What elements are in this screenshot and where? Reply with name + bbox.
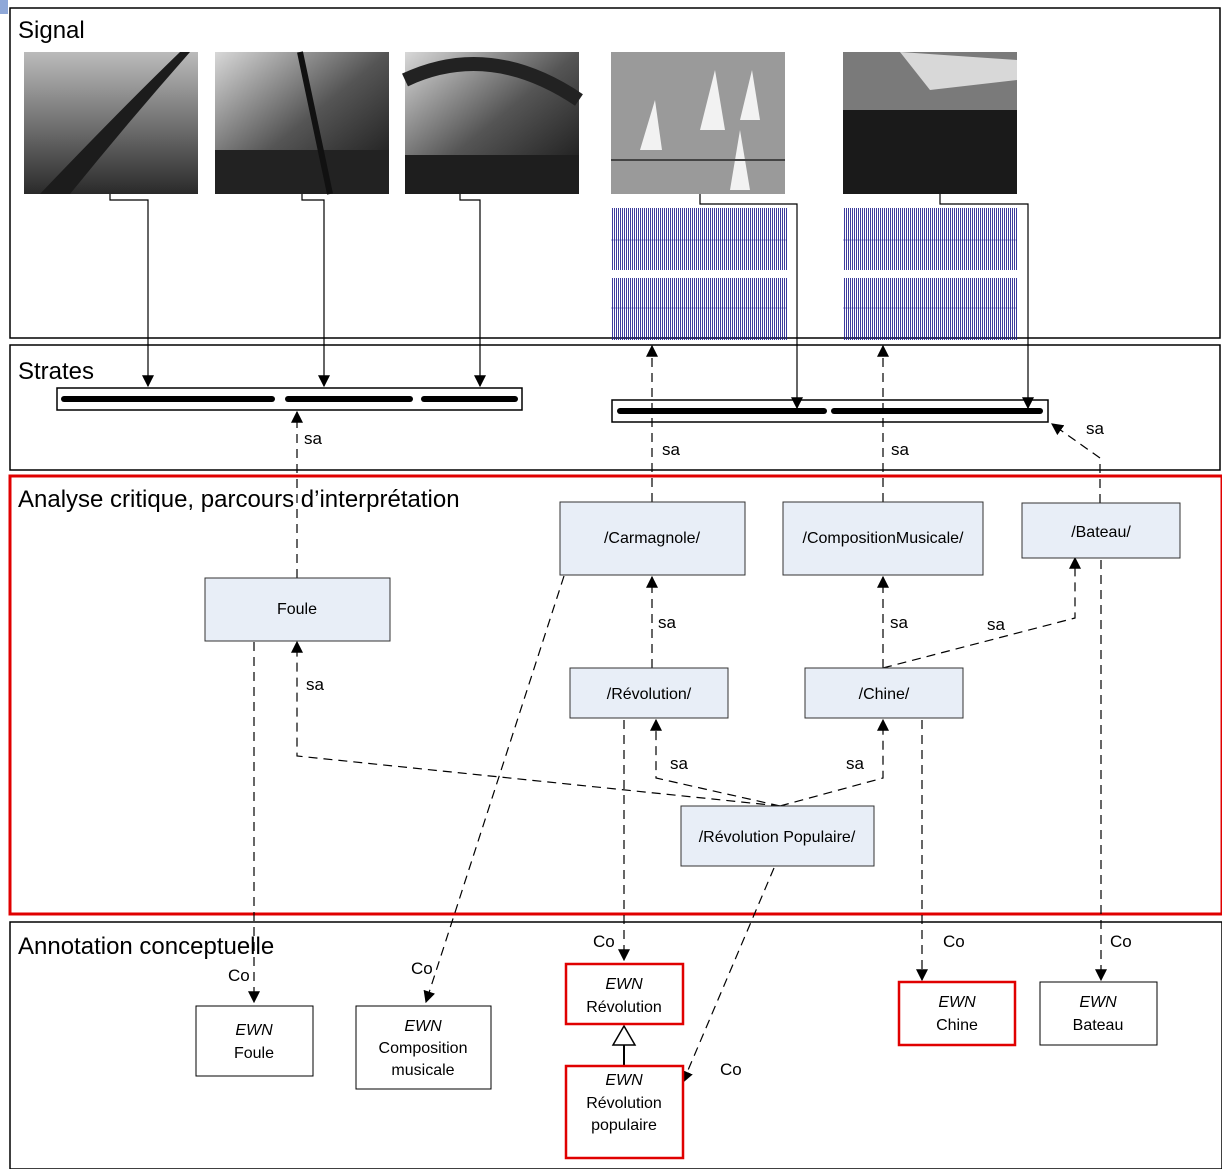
node-revolution-populaire[interactable]: /Révolution Populaire/ bbox=[680, 805, 875, 867]
co-label: Co bbox=[720, 1060, 742, 1079]
sa-label: sa bbox=[987, 615, 1006, 634]
ewn-foule-label: Foule bbox=[234, 1045, 274, 1062]
co-label: Co bbox=[593, 932, 615, 951]
ewn-revolution-populaire-label-1: Révolution bbox=[586, 1095, 662, 1112]
photo-crowd-pier bbox=[24, 52, 198, 194]
strates-section bbox=[9, 344, 1221, 471]
ewn-revolution[interactable]: EWN Révolution bbox=[564, 962, 685, 1026]
ewn-composition[interactable]: EWN Composition musicale bbox=[355, 1005, 492, 1090]
ewn-revolution-populaire-label-2: populaire bbox=[591, 1117, 657, 1134]
ewn-composition-label-2: musicale bbox=[391, 1062, 454, 1079]
node-composition[interactable]: /CompositionMusicale/ bbox=[782, 501, 984, 576]
node-revolution-label: /Révolution/ bbox=[607, 686, 692, 703]
waveform-1-bottom bbox=[611, 278, 787, 340]
ewn-composition-label-1: Composition bbox=[379, 1040, 468, 1057]
node-composition-label: /CompositionMusicale/ bbox=[803, 530, 965, 547]
co-label: Co bbox=[943, 932, 965, 951]
signal-title: Signal bbox=[18, 17, 85, 44]
photo-sailboats bbox=[611, 52, 785, 194]
ewn-chine-label: Chine bbox=[936, 1017, 978, 1034]
sa-label: sa bbox=[891, 440, 910, 459]
ewn-bateau-label: Bateau bbox=[1073, 1017, 1124, 1034]
annotation-title: Annotation conceptuelle bbox=[18, 933, 274, 960]
ewn-chine-prefix: EWN bbox=[938, 994, 976, 1011]
node-foule-label: Foule bbox=[277, 601, 317, 618]
node-bateau-label: /Bateau/ bbox=[1071, 524, 1131, 541]
co-label: Co bbox=[411, 959, 433, 978]
sa-label: sa bbox=[304, 429, 323, 448]
sa-label: sa bbox=[846, 754, 865, 773]
strates-title: Strates bbox=[18, 358, 94, 385]
analyse-section bbox=[8, 474, 1222, 916]
ewn-revolution-populaire-prefix: EWN bbox=[605, 1072, 643, 1089]
node-carmagnole-label: /Carmagnole/ bbox=[604, 530, 701, 547]
node-foule[interactable]: Foule bbox=[204, 577, 391, 642]
waveform-2-bottom bbox=[843, 278, 1017, 340]
ewn-revolution-label: Révolution bbox=[586, 999, 662, 1016]
ewn-revolution-prefix: EWN bbox=[605, 976, 643, 993]
node-chine[interactable]: /Chine/ bbox=[804, 667, 964, 719]
waveform-2-top bbox=[843, 208, 1017, 270]
node-bateau[interactable]: /Bateau/ bbox=[1021, 502, 1181, 559]
co-arrows bbox=[248, 560, 1107, 1084]
sa-label: sa bbox=[1086, 419, 1105, 438]
signal-to-strate-arrows bbox=[109, 194, 1034, 410]
sa-label: sa bbox=[658, 613, 677, 632]
strate-bar-left bbox=[56, 387, 523, 411]
photo-crowd-bridge-1 bbox=[215, 51, 389, 195]
node-chine-label: /Chine/ bbox=[859, 686, 910, 703]
annotation-section bbox=[9, 921, 1222, 1169]
ewn-bateau[interactable]: EWN Bateau bbox=[1039, 981, 1158, 1046]
ewn-foule-prefix: EWN bbox=[235, 1022, 273, 1039]
ewn-foule[interactable]: EWN Foule bbox=[195, 1005, 314, 1077]
corner-marker bbox=[0, 0, 8, 14]
node-carmagnole[interactable]: /Carmagnole/ bbox=[559, 501, 746, 576]
hypernym-link bbox=[611, 1024, 637, 1066]
ewn-revolution-populaire[interactable]: EWN Révolution populaire bbox=[564, 1064, 685, 1160]
co-label: Co bbox=[228, 966, 250, 985]
strate-bar-right bbox=[611, 399, 1049, 423]
ewn-composition-prefix: EWN bbox=[404, 1018, 442, 1035]
co-label: Co bbox=[1110, 932, 1132, 951]
sa-label: sa bbox=[670, 754, 689, 773]
sa-arrows bbox=[291, 344, 1101, 807]
photo-crowd-bridge-2 bbox=[402, 52, 583, 194]
ewn-chine[interactable]: EWN Chine bbox=[897, 980, 1017, 1047]
photo-ship-deck bbox=[843, 52, 1017, 194]
analyse-title: Analyse critique, parcours d’interprétat… bbox=[18, 486, 460, 513]
sa-label: sa bbox=[662, 440, 681, 459]
sa-label: sa bbox=[890, 613, 909, 632]
node-revolution[interactable]: /Révolution/ bbox=[569, 667, 729, 719]
ewn-bateau-prefix: EWN bbox=[1079, 994, 1117, 1011]
sa-label: sa bbox=[306, 675, 325, 694]
node-revolution-populaire-label: /Révolution Populaire/ bbox=[699, 829, 856, 846]
waveform-1-top bbox=[611, 208, 787, 270]
